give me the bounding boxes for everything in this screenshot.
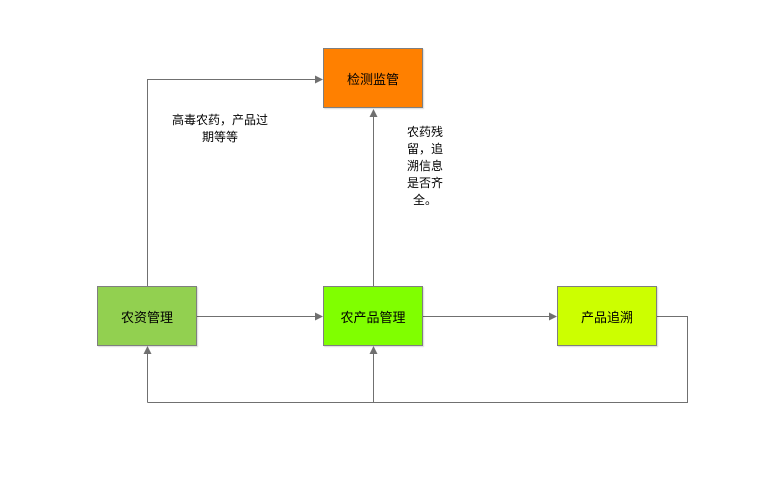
node-trace-label: 产品追溯 (580, 310, 633, 326)
node-inspection-supervision[interactable]: 检测监管 (323, 48, 423, 108)
node-agricultural-inputs[interactable]: 农资管理 (97, 286, 197, 346)
node-inputs-label: 农资管理 (120, 310, 173, 326)
node-product-traceability[interactable]: 产品追溯 (557, 286, 657, 346)
connector-inputs-to-inspection (147, 75, 323, 286)
node-inspection-label: 检测监管 (346, 72, 399, 88)
annotation-left: 高毒农药，产品过 期等等 (171, 113, 268, 144)
node-agricultural-products[interactable]: 农产品管理 (323, 286, 423, 346)
connector-trace-loop (147, 316, 688, 403)
annotation-right: 农药残 留，追 溯信息 是否齐 全。 (406, 125, 443, 207)
node-products-label: 农产品管理 (340, 310, 406, 326)
